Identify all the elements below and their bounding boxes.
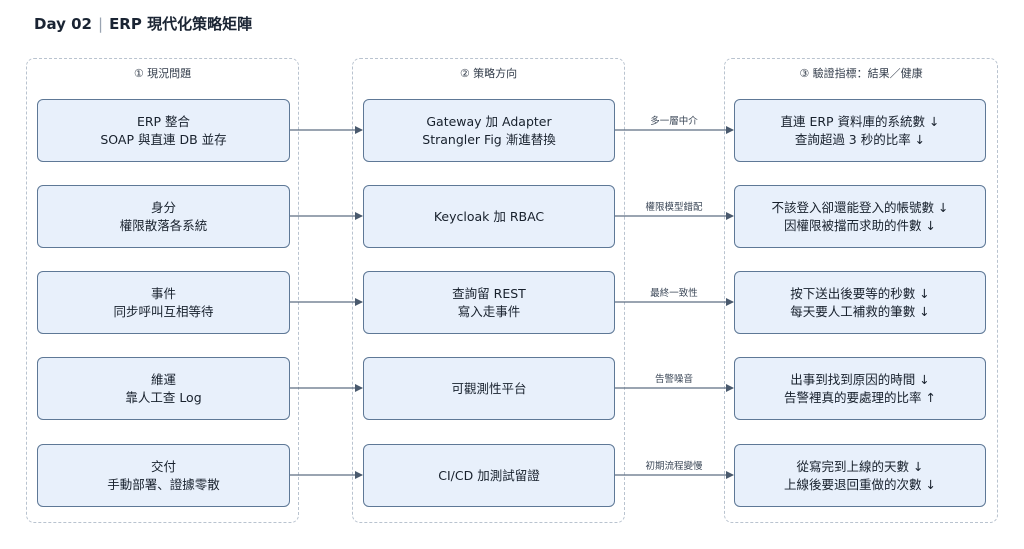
problem-box-4: 維運靠人工查 Log (37, 357, 290, 420)
metric-text: 告警裡真的要處理的比率 ↑ (784, 389, 936, 405)
title-separator: | (98, 15, 104, 33)
column-header-problems: ① 現況問題 (133, 67, 192, 80)
problem-text: 交付 (150, 458, 176, 474)
column-header-metrics: ③ 驗證指標：結果／健康 (799, 67, 923, 80)
metric-text: 直連 ERP 資料庫的系統數 ↓ (780, 113, 940, 129)
problem-text: 手動部署、證據零散 (107, 476, 220, 492)
strategy-text: 查詢留 REST (452, 285, 526, 301)
problem-box-3: 事件同步呼叫互相等待 (37, 271, 290, 334)
metric-text: 從寫完到上線的天數 ↓ (796, 458, 924, 474)
metric-text: 按下送出後要等的秒數 ↓ (790, 285, 930, 301)
strategy-box-5: CI/CD 加測試留證 (363, 444, 615, 507)
metric-box-3: 按下送出後要等的秒數 ↓ 每天要人工補救的筆數 ↓ (734, 271, 986, 334)
problem-text: 維運 (150, 371, 176, 387)
strategy-text: CI/CD 加測試留證 (438, 467, 540, 483)
metric-text: 每天要人工補救的筆數 ↓ (790, 303, 930, 319)
problem-text: 權限散落各系統 (119, 217, 208, 233)
strategy-text: Keycloak 加 RBAC (433, 208, 545, 224)
strategy-box-3: 查詢留 REST 寫入走事件 (363, 271, 615, 334)
metric-box-2: 不該登入卻還能登入的帳號數 ↓ 因權限被擋而求助的件數 ↓ (734, 185, 986, 248)
metric-text: 查詢超過 3 秒的比率 ↓ (794, 131, 926, 147)
metric-text: 上線後要退回重做的次數 ↓ (784, 476, 936, 492)
problem-box-5: 交付手動部署、證據零散 (37, 444, 290, 507)
problem-text: 同步呼叫互相等待 (113, 303, 214, 319)
metric-box-4: 出事到找到原因的時間 ↓ 告警裡真的要處理的比率 ↑ (734, 357, 986, 420)
column-strategies (352, 58, 625, 523)
problem-text: 身分 (150, 199, 176, 215)
title-day: Day 02 (34, 15, 92, 33)
metric-box-5: 從寫完到上線的天數 ↓ 上線後要退回重做的次數 ↓ (734, 444, 986, 507)
metric-text: 因權限被擋而求助的件數 ↓ (784, 217, 936, 233)
column-metrics (724, 58, 998, 523)
metric-text: 不該登入卻還能登入的帳號數 ↓ (771, 199, 949, 215)
problem-text: ERP 整合 (136, 113, 191, 129)
strategy-text: 寫入走事件 (457, 303, 521, 319)
problem-text: 事件 (150, 285, 176, 301)
metric-text: 出事到找到原因的時間 ↓ (790, 371, 930, 387)
title-text: ERP 現代化策略矩陣 (109, 15, 253, 33)
column-problems (26, 58, 299, 523)
problem-text: 靠人工查 Log (125, 389, 202, 405)
problem-text: SOAP 與直連 DB 並存 (100, 131, 227, 147)
strategy-box-2: Keycloak 加 RBAC (363, 185, 615, 248)
problem-box-2: 身分權限散落各系統 (37, 185, 290, 248)
column-header-strategies: ② 策略方向 (459, 67, 518, 80)
diagram-title: Day 02 | ERP 現代化策略矩陣 (34, 13, 252, 34)
edge-label-3: 最終一致性 (650, 288, 698, 299)
metric-box-1: 直連 ERP 資料庫的系統數 ↓ 查詢超過 3 秒的比率 ↓ (734, 99, 986, 162)
strategy-box-4: 可觀測性平台 (363, 357, 615, 420)
edge-label-1: 多一層中介 (650, 116, 698, 127)
edge-label-5: 初期流程變慢 (645, 461, 703, 472)
edge-label-4: 告警噪音 (654, 374, 693, 385)
problem-box-1: ERP 整合 SOAP 與直連 DB 並存 (37, 99, 290, 162)
strategy-text: Strangler Fig 漸進替換 (422, 131, 556, 147)
strategy-text: 可觀測性平台 (451, 380, 527, 396)
edge-label-2: 權限模型錯配 (645, 202, 703, 213)
strategy-text: Gateway 加 Adapter (426, 113, 552, 129)
